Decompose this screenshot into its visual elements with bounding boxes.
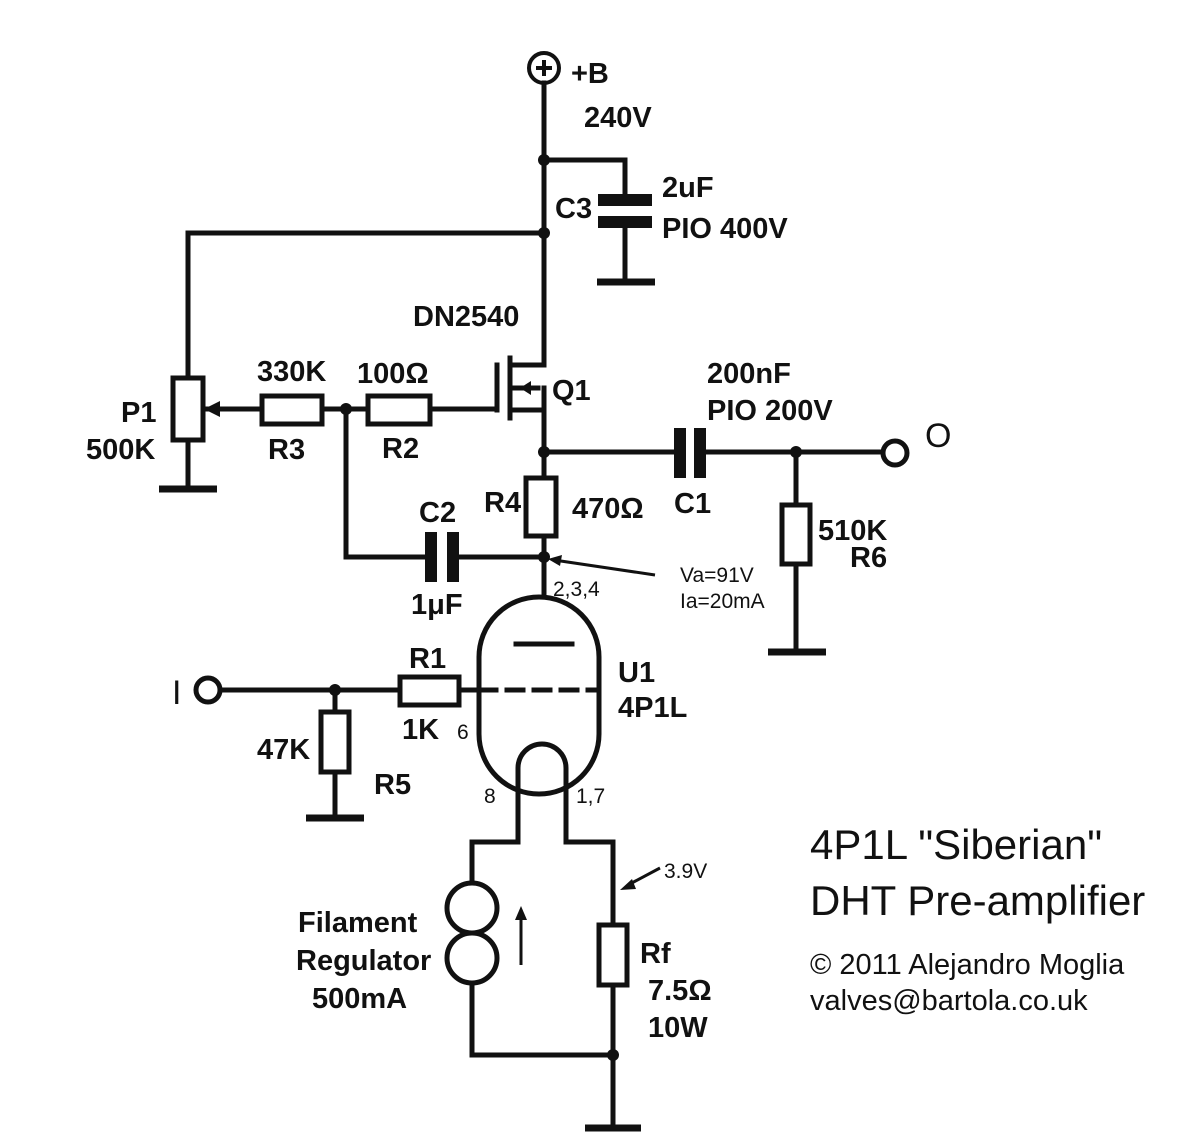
- copyright-text: © 2011 Alejandro Moglia: [810, 949, 1125, 981]
- r2-ref: R2: [382, 433, 419, 465]
- u1-ref: U1: [618, 657, 655, 689]
- potentiometer-p1: [170, 375, 206, 443]
- r4-ref: R4: [484, 487, 521, 519]
- rf-ref: Rf: [640, 938, 671, 970]
- filament-label-line2: Regulator: [296, 945, 431, 977]
- capacitor-c2: [425, 532, 459, 582]
- filament-wires: [469, 825, 616, 1131]
- r6-ref: R6: [850, 542, 887, 574]
- filament-label-line3: 500mA: [312, 983, 407, 1015]
- resistor-r5: [318, 709, 352, 775]
- junction-dot: [329, 684, 341, 696]
- u1-part: 4P1L: [618, 692, 687, 724]
- junction-dot: [607, 1049, 619, 1061]
- tube-filament: [515, 741, 569, 831]
- c3-ref: C3: [555, 193, 592, 225]
- r5-value: 47K: [257, 734, 310, 766]
- supply-terminal: [527, 51, 561, 85]
- r3-value: 330K: [257, 356, 326, 388]
- resistor-r1: [397, 674, 462, 708]
- r4-value: 470Ω: [572, 493, 644, 525]
- c1-ref: C1: [674, 488, 711, 520]
- resistor-rf: [596, 922, 630, 988]
- c1-value: 200nF: [707, 358, 791, 390]
- c3-value: 2uF: [662, 172, 714, 204]
- output-wires: [541, 449, 885, 655]
- c3-type: PIO 400V: [662, 213, 788, 245]
- junction-dot: [538, 551, 550, 563]
- junction-dot: [538, 227, 550, 239]
- output-label: O: [925, 417, 951, 455]
- r2-value: 100Ω: [357, 358, 429, 390]
- resistor-r3: [259, 393, 325, 427]
- c2-ref: C2: [419, 497, 456, 529]
- mosfet-q1: [494, 355, 547, 421]
- resistor-r4: [523, 475, 559, 539]
- top-wires: [185, 80, 628, 381]
- rf-voltage: 3.9V: [664, 860, 707, 883]
- q1-ref: Q1: [552, 375, 591, 407]
- email-text: valves@bartola.co.uk: [810, 985, 1088, 1017]
- capacitor-c3: [598, 194, 652, 228]
- rf-value: 7.5Ω: [648, 975, 712, 1007]
- filament-label-line1: Filament: [298, 907, 418, 939]
- title-line2: DHT Pre-amplifier: [810, 877, 1145, 924]
- rf-power: 10W: [648, 1012, 708, 1044]
- anode-pins: 2,3,4: [553, 578, 600, 601]
- tube-envelope-u1: [476, 594, 602, 797]
- filament-pin-right: 1,7: [576, 785, 605, 808]
- input-terminal: [193, 675, 223, 705]
- gate-wires: [197, 401, 547, 560]
- title-line1: 4P1L "Siberian": [810, 821, 1102, 868]
- q1-part: DN2540: [413, 301, 519, 333]
- r1-value: 1K: [402, 714, 439, 746]
- resistor-r6: [779, 502, 813, 567]
- anode-annotation-arrow: [548, 555, 656, 577]
- grid-pin: 6: [457, 721, 469, 744]
- junction-dot: [340, 403, 352, 415]
- anode-voltage: Va=91V: [680, 564, 754, 587]
- r3-ref: R3: [268, 434, 305, 466]
- junction-dot: [538, 154, 550, 166]
- c1-type: PIO 200V: [707, 395, 833, 427]
- rf-voltage-arrow: [620, 866, 661, 890]
- resistor-r2: [365, 393, 433, 427]
- r6-value: 510K: [818, 515, 887, 547]
- input-label: I: [172, 674, 181, 712]
- r5-ref: R5: [374, 769, 411, 801]
- p1-ref: P1: [121, 397, 156, 429]
- filament-pin-left: 8: [484, 785, 496, 808]
- c2-value: 1μF: [411, 589, 463, 621]
- supply-voltage: 240V: [584, 102, 652, 134]
- junction-dot: [790, 446, 802, 458]
- r1-ref: R1: [409, 643, 446, 675]
- supply-label: +B: [571, 58, 609, 90]
- current-source-symbol: [444, 880, 527, 986]
- p1-value: 500K: [86, 434, 155, 466]
- anode-current: Ia=20mA: [680, 590, 765, 613]
- capacitor-c1: [674, 428, 706, 478]
- output-terminal: [880, 438, 910, 468]
